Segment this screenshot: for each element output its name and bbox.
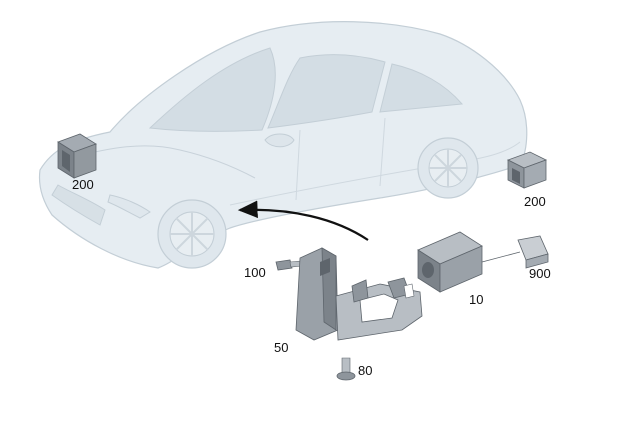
- screw-part: [336, 357, 356, 381]
- bracket-part: [295, 247, 423, 341]
- callout-module: 10: [469, 292, 484, 307]
- location-arrow: [237, 200, 369, 241]
- car-headlight: [107, 194, 151, 219]
- control-module-part: [417, 231, 521, 293]
- ecu-front-part: [57, 133, 97, 179]
- car-rear-wheel: [417, 137, 479, 199]
- car-silhouette: [38, 21, 528, 269]
- callout-bracket: 50: [274, 340, 289, 355]
- car-windshield: [148, 47, 276, 132]
- car-door-seam: [379, 117, 386, 187]
- car-grille: [51, 184, 106, 226]
- ecu-rear-part: [506, 151, 548, 189]
- callout-ecu-front: 200: [72, 177, 94, 192]
- bolt-part: [275, 259, 303, 271]
- callout-ecu-rear: 200: [524, 194, 546, 209]
- plug-part: [517, 235, 549, 269]
- car-side-window-rear: [379, 63, 464, 113]
- callout-bolt: 100: [244, 265, 266, 280]
- car-mirror: [264, 133, 295, 148]
- callout-screw: 80: [358, 363, 373, 378]
- callout-plug: 900: [529, 266, 551, 281]
- car-side-window-front: [267, 54, 386, 129]
- car-front-wheel: [157, 199, 227, 269]
- car-door-seam: [295, 129, 301, 201]
